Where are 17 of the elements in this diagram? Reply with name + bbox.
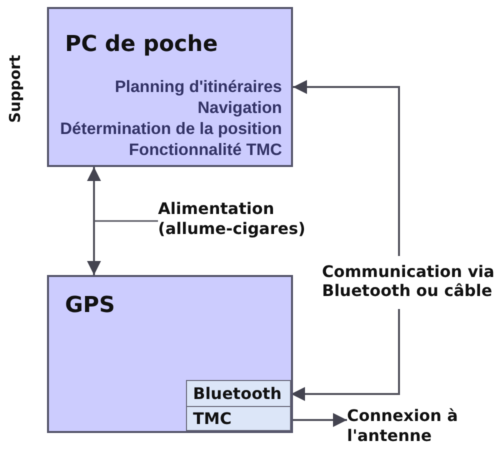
annotation-text: Connexion à l'antenne	[347, 406, 472, 446]
feature-item: Détermination de la position	[60, 119, 282, 140]
module-compartment: Bluetooth	[186, 380, 291, 407]
box-title: PC de poche	[65, 32, 218, 58]
leader-line	[95, 220, 158, 222]
arrow	[291, 413, 347, 427]
device-box	[47, 275, 293, 433]
feature-item: Navigation	[198, 98, 282, 119]
double-arrow	[291, 80, 400, 401]
side-label: Support	[7, 55, 23, 123]
double-arrow	[87, 167, 101, 275]
feature-item: Planning d'itinéraires	[114, 77, 282, 98]
module-compartment: TMC	[186, 406, 291, 431]
box-title: GPS	[65, 293, 116, 319]
device-box	[47, 7, 293, 167]
feature-item: Fonctionnalité TMC	[128, 140, 282, 161]
annotation-text: Alimentation (allume-cigares)	[158, 199, 330, 239]
